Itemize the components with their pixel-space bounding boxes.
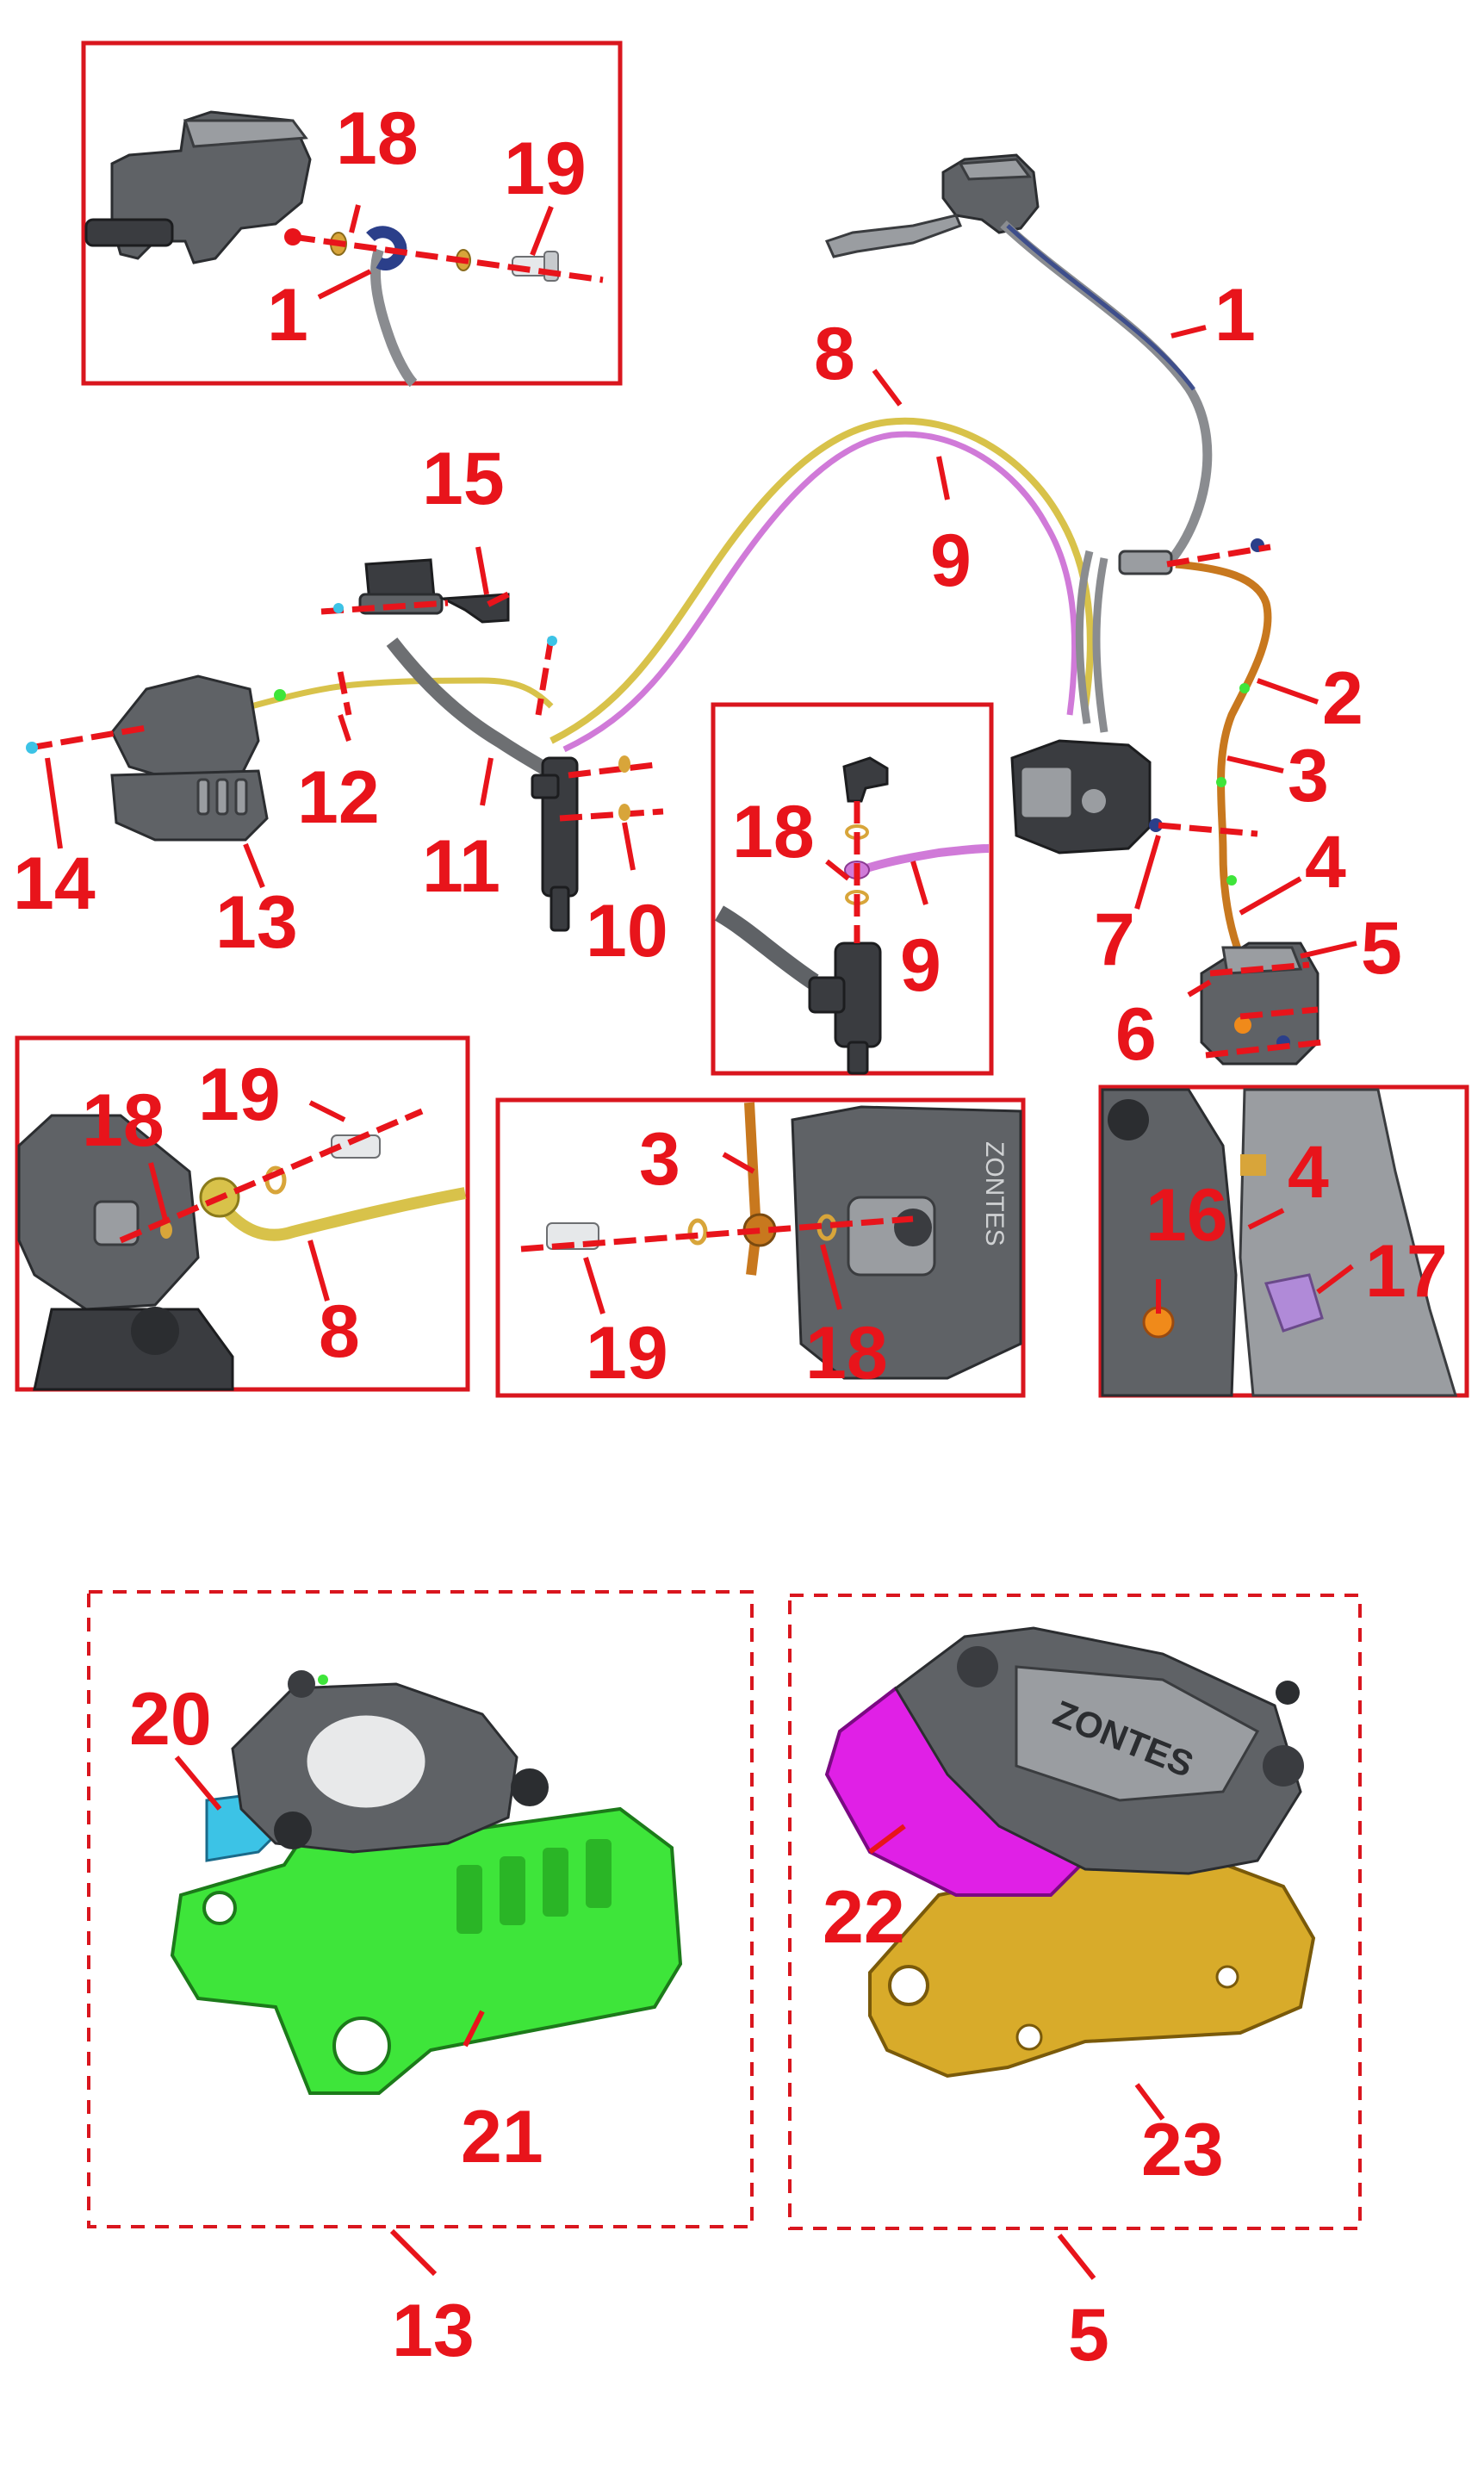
callout-7-main: 7 (1094, 898, 1135, 981)
inset-top-left-frame (81, 40, 623, 386)
callout-21-rear-detail: 21 (461, 2096, 543, 2178)
front-brake-hose-2-3 (1175, 560, 1272, 958)
callout-5-group: 5 (1068, 2294, 1109, 2377)
callout-18-inset-front: 18 (805, 1312, 888, 1395)
callout-10-main: 10 (586, 890, 668, 973)
callout-19-inset-front: 19 (586, 1312, 668, 1395)
callout-8-inset-rear: 8 (319, 1290, 360, 1373)
callout-3-inset-front: 3 (639, 1118, 680, 1201)
callout-1-main: 1 (1214, 274, 1256, 357)
callout-11-main: 11 (422, 825, 500, 908)
rear-caliper-detail-frame (87, 1590, 754, 2228)
rear-brake-hose-8 (550, 417, 1094, 744)
inset-master-cylinder (84, 110, 559, 388)
callout-13-main: 13 (215, 881, 298, 964)
callout-5-main: 5 (1361, 907, 1402, 990)
callout-18-inset-rear: 18 (82, 1079, 165, 1162)
callout-8-main: 8 (814, 313, 855, 395)
callout-19-inset-rear: 19 (198, 1053, 281, 1136)
callout-14-main: 14 (13, 842, 96, 925)
inset-rear-caliper-frame (15, 1035, 470, 1392)
callout-20-rear-detail: 20 (129, 1678, 212, 1761)
inset-front-caliper-parts: ZONTES (546, 1102, 1022, 1380)
inset-center-parts (714, 756, 990, 1075)
callout-9-inset-center: 9 (900, 924, 941, 1007)
callout-9-main: 9 (930, 519, 972, 602)
inset-rear-caliper-parts (17, 1114, 467, 1391)
callout-22-front-detail: 22 (823, 1876, 905, 1959)
rear-caliper-main (110, 674, 269, 842)
hose-clamp-bracket (1118, 550, 1173, 575)
callout-18-inset-center: 18 (732, 791, 815, 873)
callout-13-group: 13 (392, 2290, 475, 2372)
callout-23-front-detail: 23 (1141, 2109, 1224, 2191)
callout-1-inset-top: 1 (267, 274, 308, 357)
callout-15-main: 15 (422, 438, 505, 520)
callout-12-main: 12 (297, 756, 380, 839)
inset-bracket-parts (1101, 1088, 1458, 1397)
callout-17-inset-bracket: 17 (1365, 1230, 1448, 1313)
rear-master-cylinder (531, 756, 579, 932)
callout-4-main: 4 (1305, 821, 1346, 904)
front-master-cylinder (824, 153, 1040, 258)
callout-18-inset-top: 18 (336, 97, 419, 180)
callout-19-inset-top: 19 (504, 127, 587, 210)
callout-4-inset-bracket: 4 (1288, 1131, 1329, 1214)
callout-3-main: 3 (1288, 735, 1329, 817)
rear-brake-hose-9 (562, 431, 1078, 753)
front-caliper-detail: ZONTES (824, 1626, 1316, 2079)
callout-2-main: 2 (1322, 657, 1363, 740)
rear-caliper-detail (170, 1670, 683, 2095)
callout-6-main: 6 (1115, 993, 1157, 1076)
callout-16-inset-bracket: 16 (1146, 1174, 1228, 1257)
abs-modulator-unit (1010, 739, 1152, 854)
front-caliper-brand: ZONTES (980, 1141, 1009, 1246)
inset-front-caliper-frame (495, 1097, 1026, 1398)
